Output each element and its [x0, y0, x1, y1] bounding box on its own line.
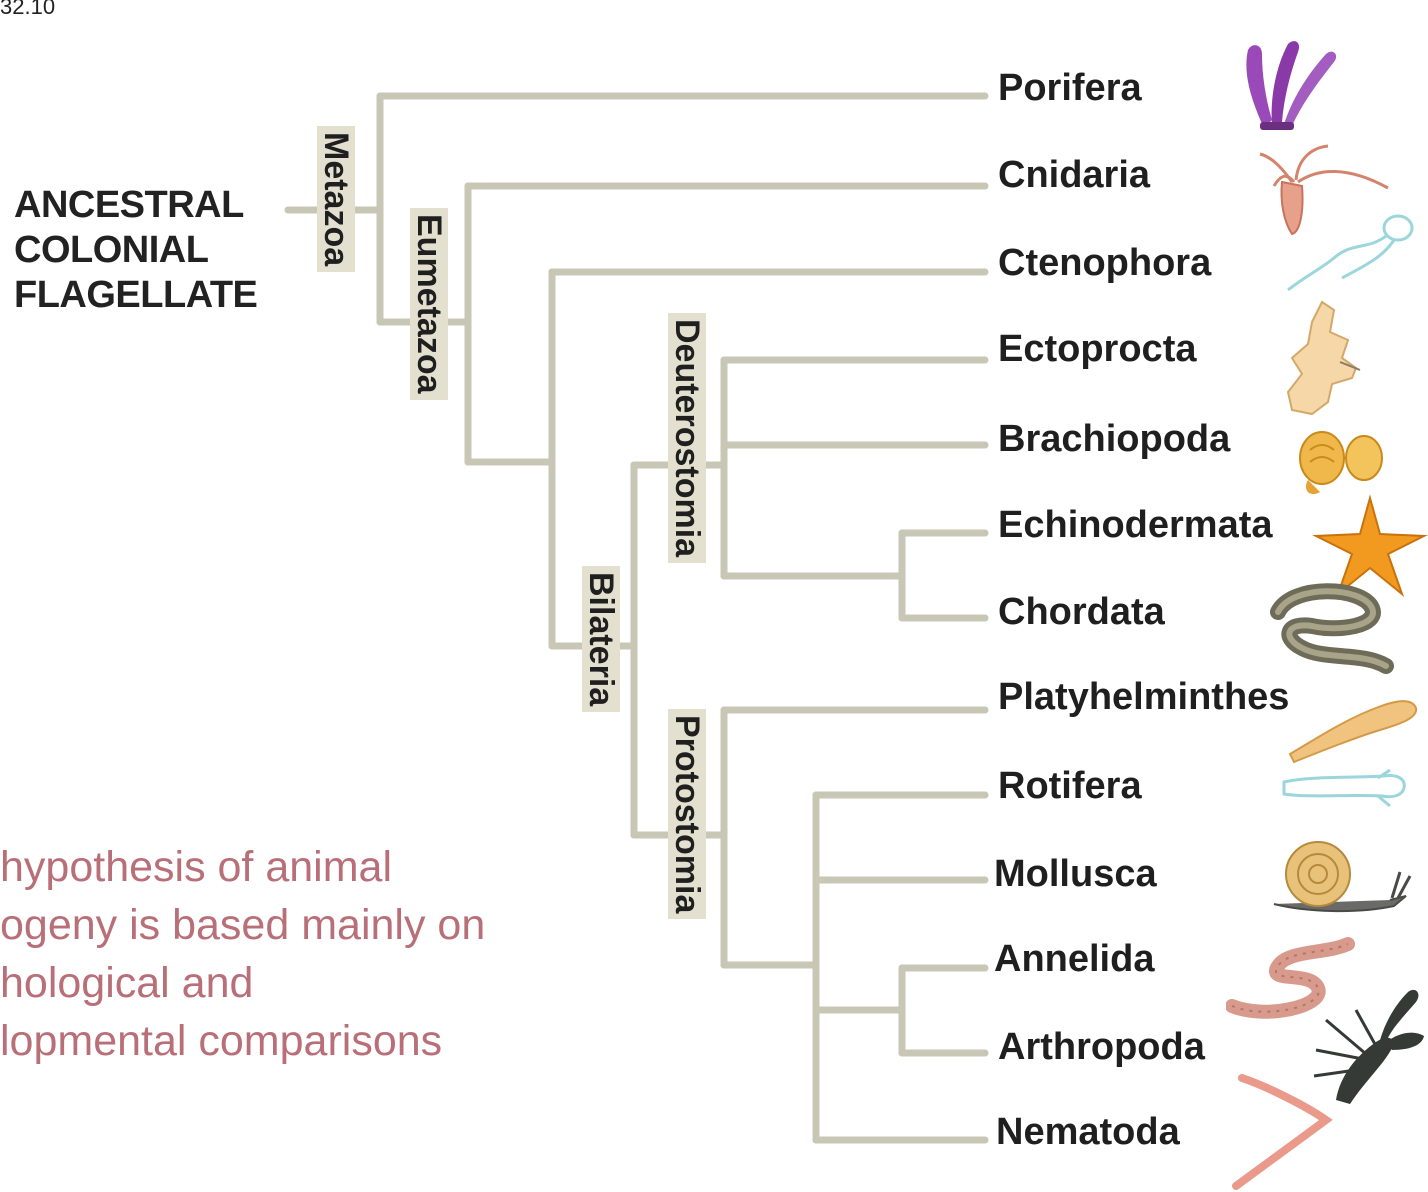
taxon-cnidaria: Cnidaria — [998, 153, 1150, 197]
caption-line: hypothesis of animal — [0, 838, 560, 896]
caption-line: hological and — [0, 954, 560, 1012]
caption: hypothesis of animal ogeny is based main… — [0, 838, 560, 1078]
lamp-shell-icon — [1290, 420, 1400, 500]
taxon-ctenophora: Ctenophora — [998, 241, 1211, 285]
taxon-annelida: Annelida — [994, 937, 1154, 981]
taxon-arthropoda: Arthropoda — [998, 1025, 1205, 1069]
taxon-brachiopoda: Brachiopoda — [998, 417, 1230, 461]
caption-line: lopmental comparisons — [0, 1012, 560, 1070]
clade-metazoa: Metazoa — [317, 126, 355, 272]
taxon-porifera: Porifera — [998, 66, 1142, 110]
comb-jelly-icon — [1282, 206, 1422, 296]
caption-line: ogeny is based mainly on — [0, 896, 560, 954]
taxon-platyhelminthes: Platyhelminthes — [998, 675, 1289, 719]
flatworm-icon — [1284, 690, 1420, 764]
taxon-rotifera: Rotifera — [998, 764, 1142, 808]
roundworm-icon — [1226, 1072, 1336, 1192]
clade-protostomia: Protostomia — [668, 709, 706, 919]
sponge-icon — [1236, 36, 1346, 136]
root-label: ANCESTRAL COLONIAL FLAGELLATE — [14, 183, 257, 318]
taxon-chordata: Chordata — [998, 590, 1165, 634]
taxon-nematoda: Nematoda — [996, 1110, 1180, 1154]
rotifer-icon — [1280, 766, 1410, 810]
snail-icon — [1266, 838, 1412, 918]
taxon-ectoprocta: Ectoprocta — [998, 327, 1196, 371]
clade-bilateria: Bilateria — [582, 566, 620, 712]
clade-eumetazoa: Eumetazoa — [410, 208, 448, 400]
clade-deuterostomia: Deuterostomia — [668, 313, 706, 563]
taxon-mollusca: Mollusca — [994, 852, 1157, 896]
lamprey-icon — [1262, 582, 1394, 682]
taxon-echinodermata: Echinodermata — [998, 503, 1273, 547]
bryozoan-icon — [1282, 298, 1372, 418]
